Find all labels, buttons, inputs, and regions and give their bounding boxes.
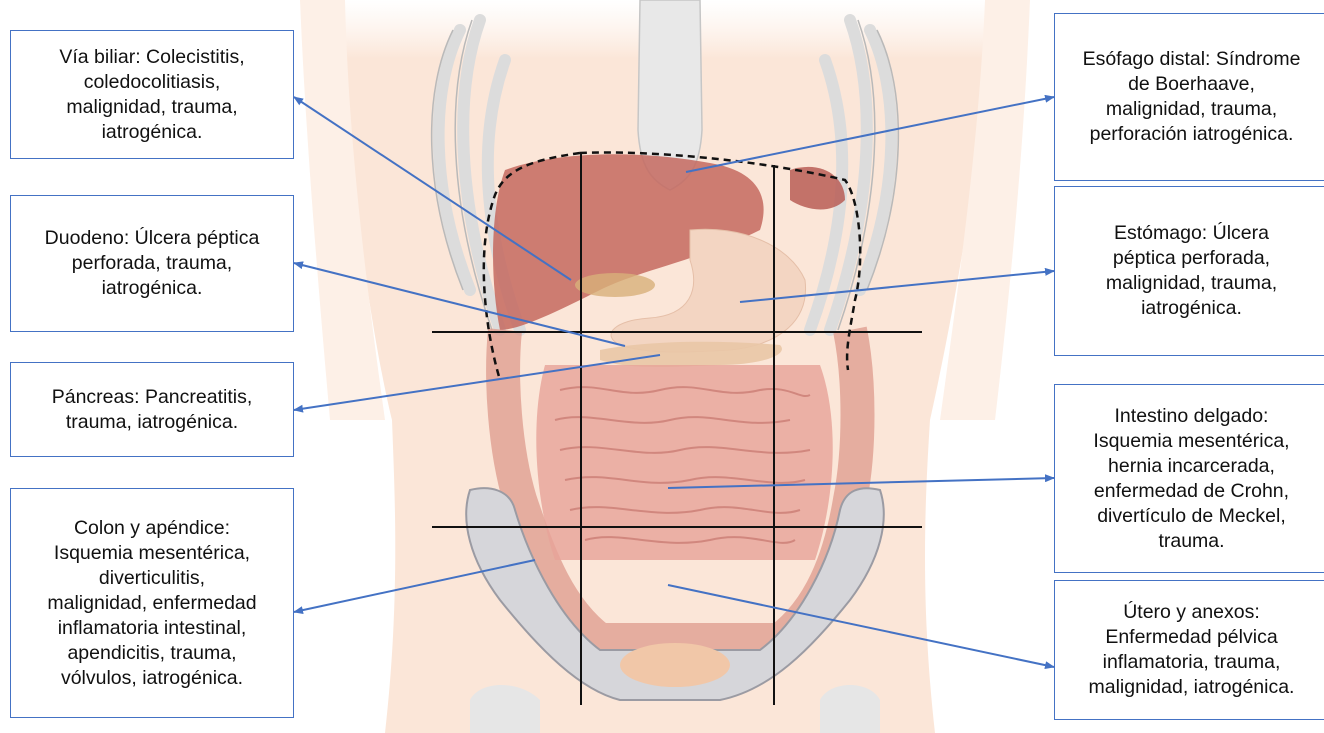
- gallbladder: [575, 273, 655, 297]
- label-pancreas: Páncreas: Pancreatitis, trauma, iatrogén…: [10, 362, 294, 457]
- label-intestino-delgado: Intestino delgado: Isquemia mesentérica,…: [1054, 384, 1324, 573]
- label-duodeno: Duodeno: Úlcera péptica perforada, traum…: [10, 195, 294, 332]
- label-colon-apendice: Colon y apéndice: Isquemia mesentérica, …: [10, 488, 294, 718]
- label-via-biliar: Vía biliar: Colecistitis, coledocolitias…: [10, 30, 294, 159]
- label-estomago: Estómago: Úlcera péptica perforada, mali…: [1054, 186, 1324, 356]
- label-utero-anexos: Útero y anexos: Enfermedad pélvica infla…: [1054, 580, 1324, 720]
- bladder: [620, 643, 730, 687]
- label-esofago-distal: Esófago distal: Síndrome de Boerhaave, m…: [1054, 13, 1324, 181]
